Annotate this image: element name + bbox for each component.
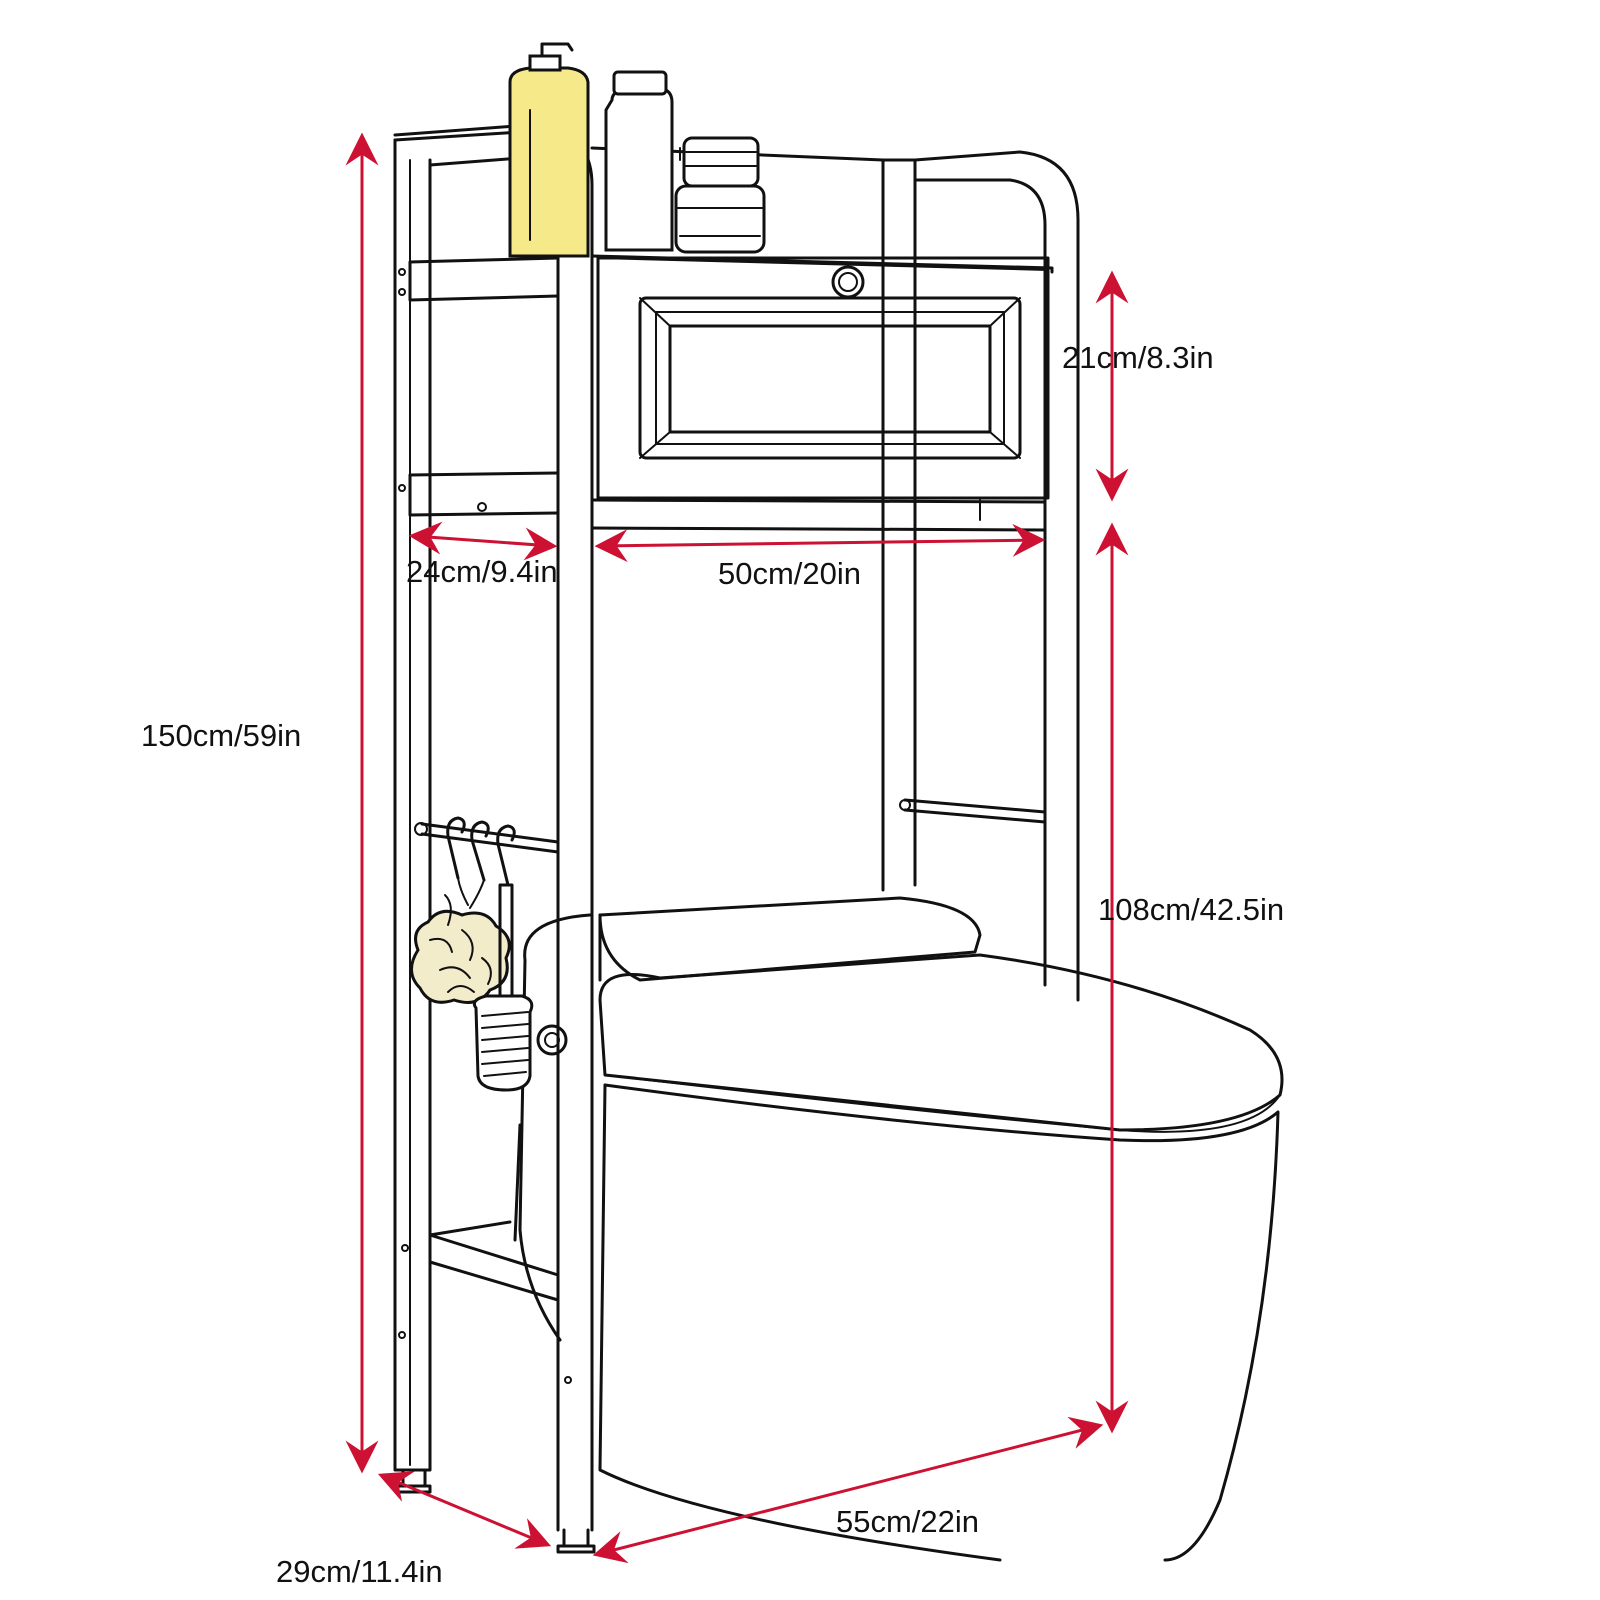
jar-icon — [674, 136, 766, 254]
cabinet-door-panel-outer — [638, 296, 1022, 460]
left-shelf-upper — [408, 256, 560, 302]
inner-height-label: 108cm/42.5in — [1098, 892, 1284, 927]
toilet — [513, 896, 1284, 1562]
overall-width-label: 55cm/22in — [836, 1504, 979, 1539]
cabinet-door — [596, 256, 1050, 500]
toilet-tank — [598, 896, 982, 982]
depth-arrow — [377, 1471, 552, 1549]
toilet-lid — [598, 953, 1284, 1132]
cabinet — [590, 254, 1054, 521]
cabinet-door-panel-inner — [668, 324, 992, 434]
brush-icon — [472, 883, 534, 1092]
toilet-bowl — [603, 1083, 1280, 1562]
lotion-bottle-icon — [604, 70, 674, 252]
loofah-icon — [410, 894, 511, 1004]
flush-button — [536, 1024, 568, 1056]
depth-label: 29cm/11.4in — [276, 1554, 443, 1589]
left-front-foot — [556, 1528, 596, 1554]
cabinet-top-shelf — [590, 254, 1054, 274]
right-front-post — [913, 178, 1047, 987]
right-rear-post — [881, 158, 917, 892]
shelf-width-label: 24cm/9.4in — [406, 554, 558, 589]
left-rear-post — [393, 138, 432, 1472]
towel-bar-right — [903, 798, 1047, 824]
total-height-label: 150cm/59in — [141, 718, 301, 753]
bottom-brace — [428, 1220, 560, 1302]
hanging-bar-left — [420, 822, 560, 854]
cabinet-height-label: 21cm/8.3in — [1062, 340, 1214, 375]
left-shelf-lower — [408, 471, 560, 517]
inner-width-label: 50cm/20in — [718, 556, 861, 591]
soap-bottle-icon — [508, 42, 590, 258]
shelf-width-arrow — [408, 521, 558, 561]
overall-width-arrow — [592, 1416, 1104, 1564]
door-knob-icon — [831, 265, 865, 299]
inner-width-arrow — [594, 523, 1046, 563]
dimension-arrows — [345, 132, 1129, 1564]
hook-icon — [446, 816, 516, 909]
